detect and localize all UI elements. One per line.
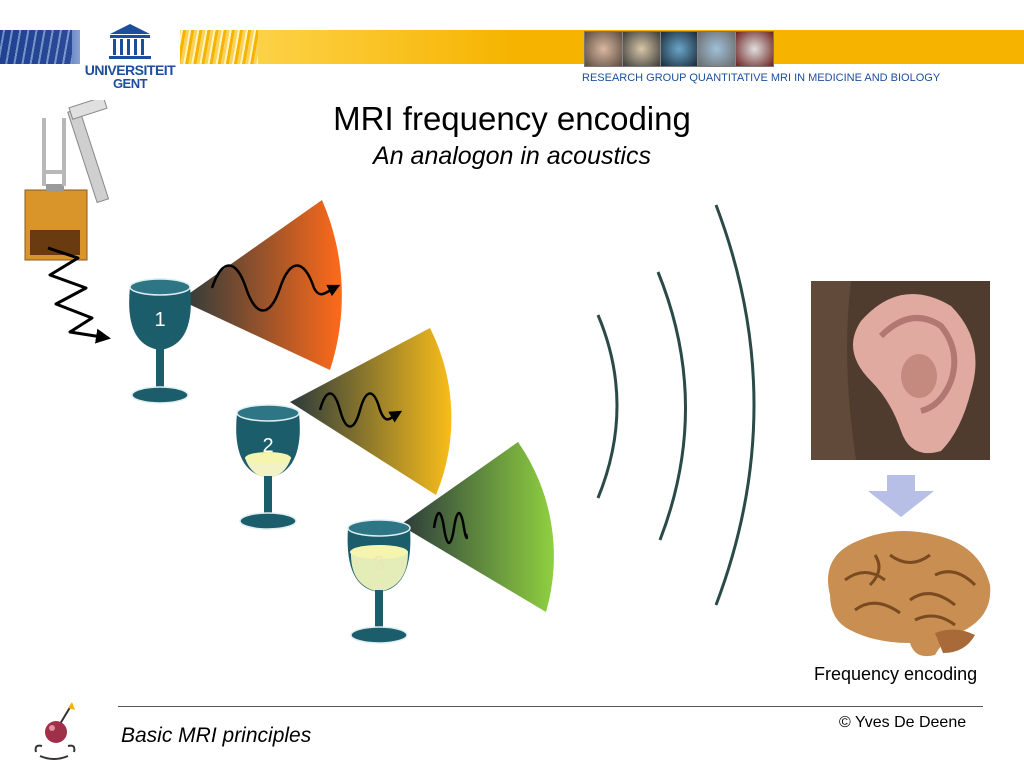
- university-logo: [80, 22, 180, 94]
- footer-divider: [118, 706, 983, 707]
- wine-glass-2: 2: [236, 404, 300, 530]
- sound-arc-large: [714, 204, 756, 606]
- wine-glass-1: 1: [129, 278, 191, 404]
- header-photo-strip: [584, 31, 774, 67]
- sound-wave-2: [318, 392, 403, 428]
- thumb-molecule: [660, 32, 699, 66]
- frequency-encoding-label: Frequency encoding: [814, 664, 978, 684]
- ear-photo: [811, 281, 990, 460]
- university-building-icon: [109, 24, 151, 59]
- logo-text-line1: UNIVERSITEIT: [84, 62, 176, 78]
- sound-wedge-1: [180, 200, 342, 370]
- thumb-lab: [698, 32, 737, 66]
- header-brush-blue: [0, 30, 72, 64]
- tuning-fork-image: [24, 100, 110, 261]
- slide-subtitle: An analogon in acoustics: [373, 142, 651, 170]
- logo-text-line2: GENT: [112, 76, 148, 91]
- glass-label-2: 2: [262, 435, 273, 457]
- wine-glass-3: 3: [347, 519, 411, 644]
- footer-course-title: Basic MRI principles: [121, 724, 312, 747]
- sound-arc-small: [596, 314, 619, 499]
- slide-title: MRI frequency encoding: [333, 100, 691, 137]
- excitation-wave: [47, 246, 111, 344]
- research-group-label: RESEARCH GROUP QUANTITATIVE MRI IN MEDIC…: [582, 72, 941, 84]
- footer-author: © Yves De Deene: [839, 714, 967, 731]
- spin-proton-icon: [34, 702, 76, 760]
- glass-label-3: 3: [373, 553, 384, 575]
- brain-photo: [828, 531, 991, 657]
- down-arrow-icon: [868, 475, 934, 517]
- sound-wave-1: [210, 264, 341, 312]
- thumb-head-scan: [585, 32, 623, 66]
- sound-wedge-3: [400, 442, 554, 612]
- sound-arc-medium: [656, 271, 687, 541]
- thumb-graph: [736, 32, 773, 66]
- sound-wave-3: [432, 511, 469, 545]
- sound-wedge-2: [290, 328, 452, 495]
- thumb-scanner: [622, 32, 661, 66]
- header-brush-yellow: [178, 30, 258, 64]
- glass-label-1: 1: [154, 309, 165, 331]
